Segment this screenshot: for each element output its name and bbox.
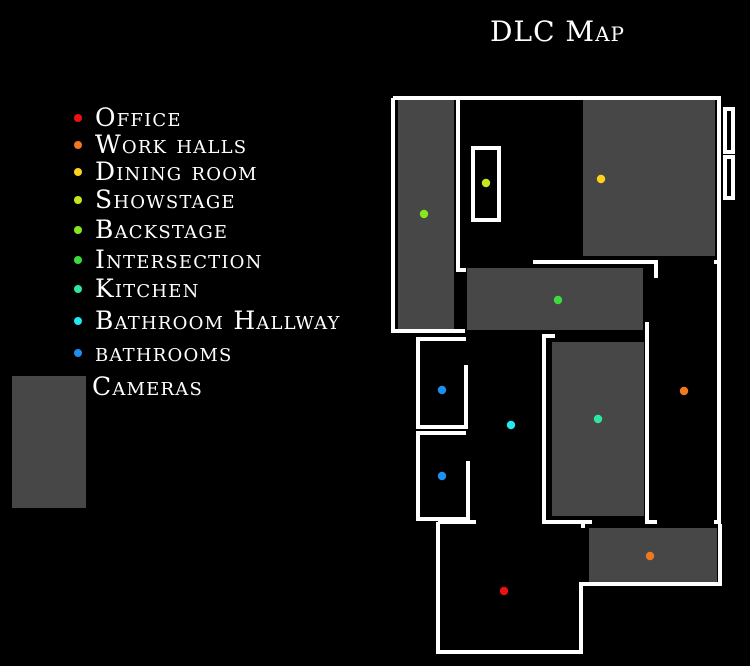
legend-label-showstage: Showstage [95, 185, 236, 214]
walls [391, 96, 735, 654]
kitchen-hall-wall [533, 260, 658, 278]
room-markers [419, 174, 689, 596]
camera-legend-swatch [12, 376, 86, 508]
legend-label-bathrooms: bathrooms [95, 338, 233, 367]
legend-label-work-halls: Work halls [95, 130, 248, 159]
legend-item-showstage: Showstage [74, 186, 236, 214]
intersection-color-dot [74, 256, 82, 264]
bathroom-north-marker [437, 385, 447, 395]
legend-label-office: Office [95, 103, 182, 132]
legend-label-intersection: Intersection [95, 245, 263, 274]
bathrooms-color-dot [74, 349, 82, 357]
legend-item-office: Office [74, 104, 182, 132]
showstage-color-dot [74, 196, 82, 204]
work-hall-south-marker [645, 551, 655, 561]
legend-label-kitchen: Kitchen [95, 274, 200, 303]
legend-item-backstage: Backstage [74, 216, 228, 244]
kitchen-marker [593, 414, 603, 424]
showstage-marker [481, 178, 491, 188]
office-color-dot [74, 114, 82, 122]
east-door-upper [723, 107, 735, 154]
dining-room-color-dot [74, 168, 82, 176]
work-halls-color-dot [74, 141, 82, 149]
work-hall-east-marker [679, 386, 689, 396]
legend-label-dining-room: Dining room [95, 157, 258, 186]
legend-item-dining-room: Dining room [74, 158, 258, 186]
east-door-lower [723, 155, 735, 200]
kitchen-west-wall [542, 334, 592, 524]
legend-label-bathroom-hallway: Bathroom Hallway [95, 306, 341, 335]
legend-item-intersection: Intersection [74, 246, 263, 274]
showstage-wall [471, 146, 501, 222]
bathroom-south-wall [416, 431, 470, 521]
camera-legend-label: Cameras [92, 372, 203, 401]
office-marker [499, 586, 509, 596]
legend-item-work-halls: Work halls [74, 131, 247, 159]
backstage-east-wall [456, 98, 466, 272]
camera-zone-kitchen [552, 342, 644, 516]
kitchen-color-dot [74, 285, 82, 293]
legend-label-backstage: Backstage [95, 215, 229, 244]
office-wall [436, 522, 722, 654]
bathroom-hallway-color-dot [74, 317, 82, 325]
bathroom-north-wall [416, 337, 468, 429]
camera-zones [398, 100, 717, 582]
legend-item-kitchen: Kitchen [74, 275, 200, 303]
backstage-color-dot [74, 226, 82, 234]
intersection-marker [553, 295, 563, 305]
legend-item-bathrooms: bathrooms [74, 339, 233, 367]
bathroom-hallway-marker [506, 420, 516, 430]
kitchen-east-wall [645, 322, 657, 524]
outer-wall-east [714, 262, 721, 524]
bathroom-south-marker [437, 471, 447, 481]
map-title: DLC Map [490, 15, 625, 48]
outer-wall-west-backstage [391, 98, 465, 333]
backstage-marker [419, 209, 429, 219]
dining-room-marker [596, 174, 606, 184]
legend-item-bathroom-hallway: Bathroom Hallway [74, 307, 341, 335]
outer-wall-north [393, 96, 721, 262]
